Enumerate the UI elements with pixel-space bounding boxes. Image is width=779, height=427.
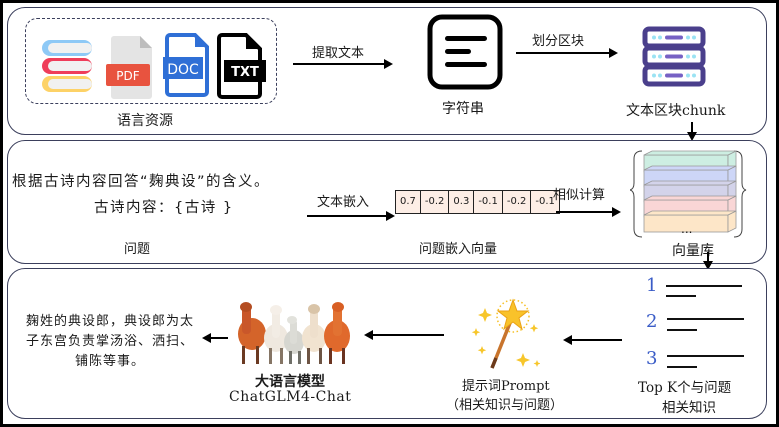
arrow-chunk-down [691, 122, 693, 134]
question-vector: 0.7 -0.2 0.3 -0.1 -0.2 -0.1 [395, 190, 560, 214]
split-chunk-label: 划分区块 [532, 34, 585, 49]
txt-icon: TXT [217, 33, 266, 99]
db-layer-top [643, 195, 737, 201]
arrow-head [202, 333, 211, 343]
panel-retrieval [7, 140, 767, 264]
rank-number: 3 [646, 348, 658, 369]
arrow-head [612, 207, 621, 217]
vector-database-icon [630, 150, 747, 238]
db-layer-top [643, 210, 737, 216]
vector-cell: -0.1 [535, 196, 555, 207]
arrow-extract [293, 63, 385, 65]
arrow-embed [307, 215, 389, 217]
svg-text:TXT: TXT [231, 65, 259, 80]
vector-cell: -0.2 [503, 191, 532, 213]
arrow-split [516, 52, 610, 54]
text-embedding-label: 文本嵌入 [317, 195, 370, 210]
arrow-head [687, 132, 697, 141]
db-layer-top [643, 180, 737, 186]
arrow-prompt-to-llm [372, 334, 444, 336]
rank-line [667, 355, 744, 357]
vector-cell: -0.1 [474, 191, 503, 213]
arrow-head [386, 211, 395, 221]
arrow-head [364, 330, 373, 340]
arrow-similarity [556, 211, 613, 213]
pdf-icon: PDF [106, 36, 152, 99]
rank-line [667, 366, 697, 368]
extract-text-label: 提取文本 [312, 46, 365, 61]
vector-label: 问题嵌入向量 [419, 242, 498, 257]
books-icon [42, 40, 92, 92]
rank-number: 2 [646, 311, 658, 332]
question-label: 问题 [124, 242, 151, 257]
text-lines-icon [427, 14, 503, 90]
vector-db-label: 向量库 [672, 243, 714, 259]
db-ellipsis: ... [681, 222, 693, 236]
string-label: 字符串 [442, 101, 484, 117]
db-layer-top [643, 150, 737, 156]
rank-line [666, 285, 742, 287]
llm-name: ChatGLM4-Chat [229, 389, 352, 405]
topk-label-line1: Top K个与问题 [638, 380, 732, 396]
arrow-head [703, 261, 713, 270]
prompt-label: 提示词Prompt [462, 379, 550, 394]
arrow-topk-to-prompt [572, 339, 622, 341]
arrow-head [563, 335, 572, 345]
question-line-2: 古诗内容：{古诗 } [94, 200, 234, 216]
magic-wand-icon [471, 298, 540, 369]
vector-cell: -0.2 [421, 191, 450, 213]
llama-model-icon [238, 302, 350, 364]
svg-text:PDF: PDF [116, 69, 139, 83]
question-line-1: 根据古诗内容回答“麹典设”的含义。 [12, 174, 271, 190]
rank-number: 1 [646, 275, 658, 296]
resources-label: 语言资源 [117, 113, 173, 129]
chunk-label: 文本区块chunk [626, 103, 726, 119]
arrow-answer [210, 337, 228, 339]
arrow-db-down [707, 252, 709, 262]
resources-group [25, 18, 277, 104]
vector-cell: 0.7 [396, 191, 421, 213]
prompt-sub-label: （相关知识与问题） [446, 398, 564, 413]
arrow-head [384, 59, 393, 69]
similarity-label: 相似计算 [553, 188, 606, 203]
svg-text:DOC: DOC [167, 62, 199, 78]
panel-generation [7, 268, 767, 419]
rank-line [667, 318, 744, 320]
vector-cell: 0.3 [449, 191, 475, 213]
topk-label-line2: 相关知识 [662, 400, 716, 416]
rank-line [667, 329, 697, 331]
arrow-head [609, 48, 618, 58]
llm-label: 大语言模型 [255, 374, 325, 390]
server-icon [642, 26, 706, 87]
doc-icon: DOC [163, 33, 209, 97]
answer-text: 麹姓的典设郎，典设郎为太子东宫负责掌汤浴、洒扫、铺陈等事。 [25, 314, 194, 369]
rank-line [666, 295, 696, 297]
db-layer-top [643, 165, 737, 171]
